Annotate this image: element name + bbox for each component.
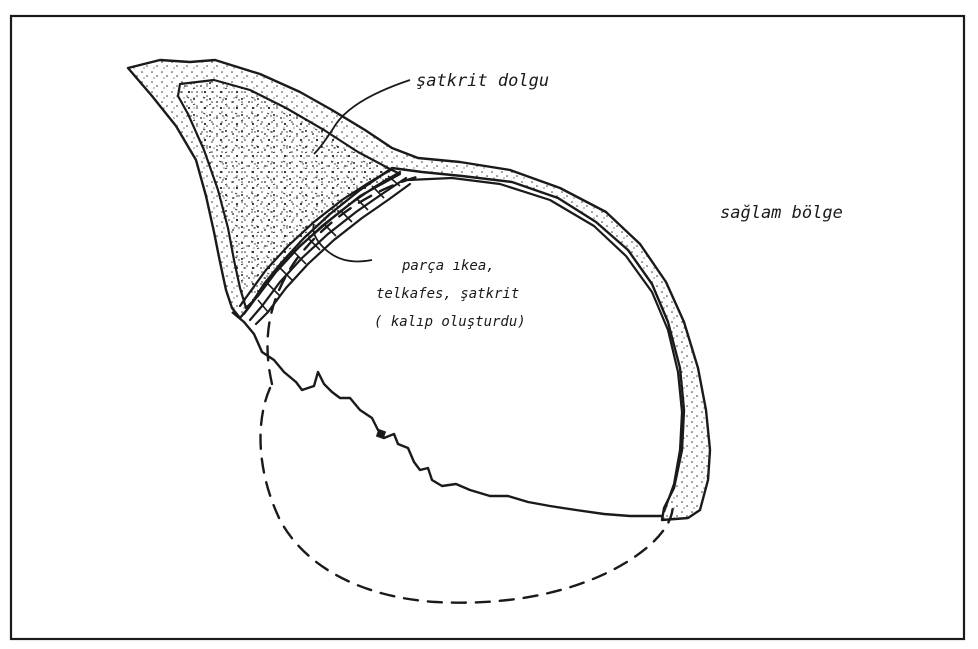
label-formwork-line2: telkafes, şatkrit [376, 286, 519, 302]
label-shotcrete-fill: şatkrit dolgu [416, 71, 549, 91]
label-solid-zone: sağlam bölge [720, 203, 843, 223]
label-formwork-line3: ( kalıp oluşturdu) [374, 314, 526, 330]
tunnel-inner-contour [408, 178, 682, 512]
label-formwork-line1: parça ıkea, [401, 258, 495, 274]
collapse-rock-line [232, 312, 662, 516]
